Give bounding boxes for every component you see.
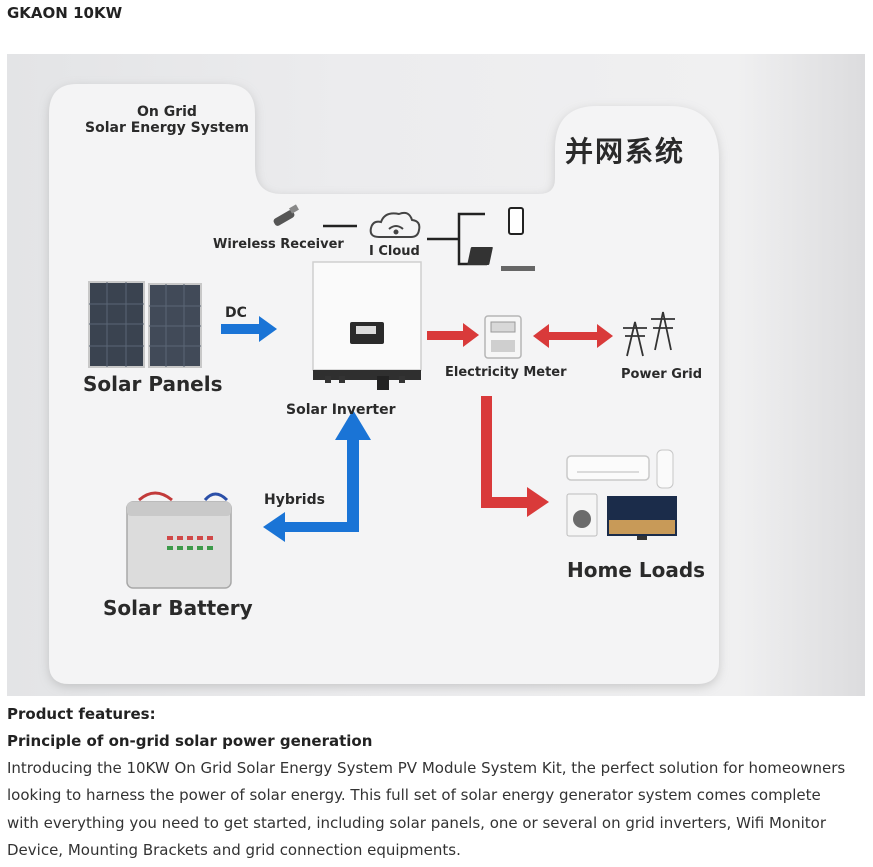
solar-panels-label: Solar Panels [83,372,223,396]
electricity-meter-label: Electricity Meter [445,365,567,380]
features-heading: Product features: [7,705,156,723]
cloud-icon [369,211,421,238]
meter-grid-double-arrow [533,324,613,348]
solar-panels-icon [88,281,202,368]
laptop-icon [467,247,535,271]
inverter-to-meter-arrow [427,323,479,347]
solar-inverter-icon [312,261,422,390]
description-paragraph: Introducing the 10KW On Grid Solar Energ… [7,759,846,859]
icloud-label: I Cloud [369,244,420,259]
diagram-header-line1: On Grid [137,104,197,120]
meter-to-loads-arrow [481,396,549,517]
product-description: Product features: Principle of on-grid s… [7,701,857,864]
product-photo: On Grid Solar Energy System 并网系统 Wireles… [7,54,865,696]
dc-arrow [221,316,277,342]
power-grid-icon [623,311,675,357]
hybrids-label: Hybrids [264,492,325,508]
dc-label: DC [225,305,247,321]
solar-inverter-label: Solar Inverter [286,402,396,418]
solar-battery-label: Solar Battery [103,596,253,620]
principle-heading: Principle of on-grid solar power generat… [7,732,373,750]
wireless-receiver-label: Wireless Receiver [213,237,344,252]
home-loads-icon [566,449,677,540]
solar-battery-icon [126,491,232,589]
diagram-artwork [49,84,719,684]
diagram-header-line2: Solar Energy System [85,120,249,136]
home-loads-label: Home Loads [567,558,706,582]
power-grid-label: Power Grid [621,367,703,382]
electricity-meter-icon [484,315,522,359]
page-title: GKAON 10KW [7,4,123,22]
diagram-header-chinese: 并网系统 [565,135,686,168]
hybrids-arrow [263,410,371,542]
wireless-receiver-icon [273,204,299,226]
smartphone-icon [508,207,524,235]
